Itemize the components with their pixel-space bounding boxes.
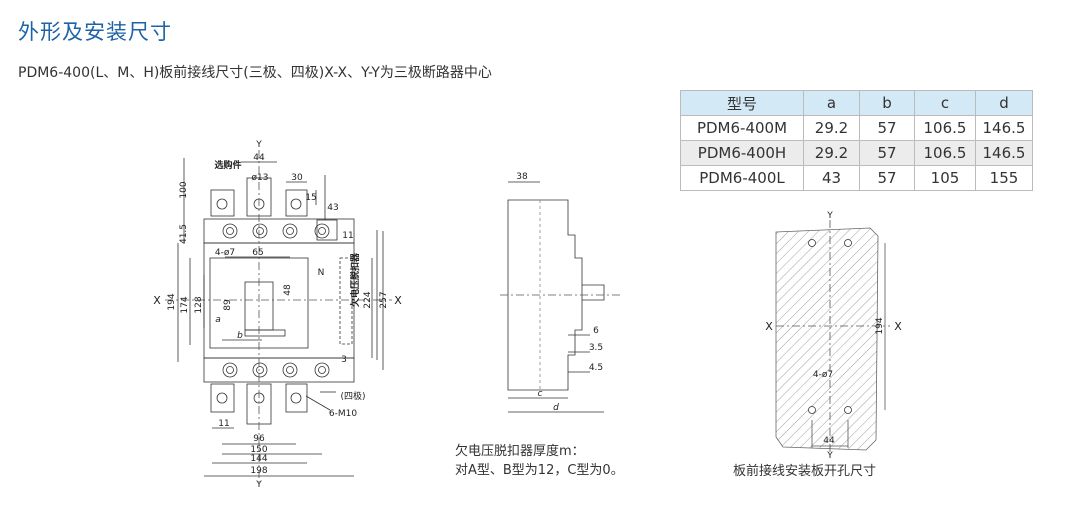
cutout-axis-x-left: X xyxy=(765,320,773,333)
table-row: PDM6-400M 29.2 57 106.5 146.5 xyxy=(680,115,1033,141)
table-cell: 29.2 xyxy=(803,140,860,166)
dim-3: 3 xyxy=(341,355,347,365)
dim-4-5: 4.5 xyxy=(589,363,603,373)
dim-a: a xyxy=(215,315,221,325)
table-cell: 57 xyxy=(859,115,915,141)
cutout-axis-y-bottom: Y xyxy=(826,451,833,461)
dim-4-phi7: 4-ø7 xyxy=(215,248,235,258)
header-cell: 型号 xyxy=(680,90,804,116)
cutout-dim-4-phi7: 4-ø7 xyxy=(813,370,833,380)
neutral-label: N xyxy=(318,268,325,278)
dim-257: 257 xyxy=(379,291,389,308)
table-cell: 146.5 xyxy=(975,115,1033,141)
dim-44-top: 44 xyxy=(253,153,265,163)
cutout-drawing xyxy=(775,220,890,452)
table-cell: PDM6-400L xyxy=(680,165,804,191)
cutout-caption: 板前接线安装板开孔尺寸 xyxy=(733,464,877,479)
header-cell: b xyxy=(859,90,915,116)
cutout-axis-y-top: Y xyxy=(826,211,833,221)
table-header-row: 型号 a b c d xyxy=(680,90,1033,116)
dim-c: c xyxy=(538,389,543,399)
axis-label-x-right: X xyxy=(394,294,402,307)
table-cell: 155 xyxy=(975,165,1033,191)
front-view-labels: Y 44 选购件 ø13 30 15 43 100 41.5 11 4-ø7 6… xyxy=(153,140,402,490)
page-subtitle: PDM6-400(L、M、H)板前接线尺寸(三极、四极)X-X、Y-Y为三极断路… xyxy=(18,65,492,81)
axis-label-y-bottom: Y xyxy=(255,480,262,490)
dim-6: 6 xyxy=(593,326,599,336)
dim-150: 150 xyxy=(250,445,267,455)
four-pole-label: (四极) xyxy=(340,390,365,402)
dim-6-m10: 6-M10 xyxy=(329,409,357,419)
dim-41-5: 41.5 xyxy=(179,224,189,244)
dim-11: 11 xyxy=(342,231,353,241)
dim-38: 38 xyxy=(516,172,528,182)
dim-48: 48 xyxy=(283,284,293,296)
cutout-dim-194: 194 xyxy=(875,317,885,334)
cutout-axis-x-right: X xyxy=(894,320,902,333)
table-cell: PDM6-400H xyxy=(680,140,804,166)
dimension-table: 型号 a b c d PDM6-400M 29.2 57 106.5 146.5… xyxy=(680,90,1033,191)
dim-144: 144 xyxy=(250,454,267,464)
undervoltage-label: 欠电压脱扣器 xyxy=(349,252,361,307)
table-row: PDM6-400L 43 57 105 155 xyxy=(680,165,1033,191)
table-cell: 57 xyxy=(859,165,915,191)
dim-11-bottom: 11 xyxy=(218,419,229,429)
dim-89: 89 xyxy=(223,299,233,311)
dim-15: 15 xyxy=(305,193,316,203)
cutout-dim-44: 44 xyxy=(823,436,835,446)
table-cell: 106.5 xyxy=(914,140,976,166)
optional-part-label: 选购件 xyxy=(214,159,241,171)
dim-194: 194 xyxy=(167,293,177,310)
side-view-labels: 38 6 3.5 4.5 c d xyxy=(516,172,603,413)
page-title: 外形及安装尺寸 xyxy=(18,20,172,44)
dim-198: 198 xyxy=(250,466,267,476)
table-cell: 29.2 xyxy=(803,115,860,141)
dim-174: 174 xyxy=(180,296,190,313)
header-cell: d xyxy=(975,90,1033,116)
dim-96: 96 xyxy=(253,434,265,444)
dim-3-5: 3.5 xyxy=(589,343,603,353)
dim-100: 100 xyxy=(179,181,189,198)
dim-224: 224 xyxy=(363,291,373,308)
cutout-labels: Y X X 194 4-ø7 44 Y xyxy=(765,211,902,461)
table-cell: 43 xyxy=(803,165,860,191)
axis-label-y-top: Y xyxy=(255,140,262,150)
table-cell: 57 xyxy=(859,140,915,166)
table-row: PDM6-400H 29.2 57 106.5 146.5 xyxy=(680,140,1033,166)
dim-65: 65 xyxy=(252,248,263,258)
dim-phi13: ø13 xyxy=(252,173,269,183)
dim-30: 30 xyxy=(291,173,303,183)
front-view-drawing xyxy=(165,150,392,482)
table-cell: 146.5 xyxy=(975,140,1033,166)
dim-b: b xyxy=(237,331,243,341)
side-view-caption: 欠电压脱扣器厚度m： 对A型、B型为12，C型为0。 xyxy=(455,442,624,480)
side-view-drawing xyxy=(500,181,620,413)
dim-43: 43 xyxy=(327,203,338,213)
caption-line-2: 对A型、B型为12，C型为0。 xyxy=(455,463,624,478)
axis-label-x-left: X xyxy=(153,294,161,307)
caption-line-1: 欠电压脱扣器厚度m： xyxy=(455,444,585,459)
dim-d: d xyxy=(553,403,559,413)
dim-128: 128 xyxy=(194,296,204,313)
header-cell: c xyxy=(914,90,976,116)
